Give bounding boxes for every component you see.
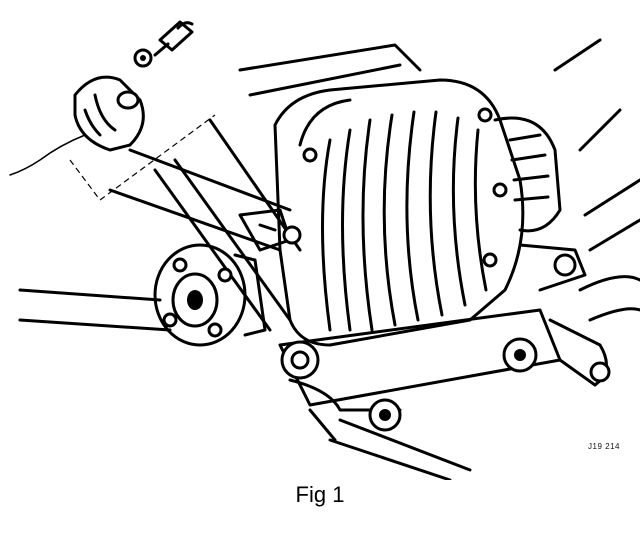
- link-rods: [153, 118, 472, 480]
- output-coupling: [493, 116, 562, 233]
- differential-housing: [273, 78, 525, 347]
- reference-code: J19 214: [588, 442, 620, 451]
- differential-assembly-illustration: [9, 20, 640, 480]
- input-flange: [153, 243, 267, 347]
- lower-cross-member: [278, 243, 587, 442]
- lower-link-arm: [548, 275, 640, 387]
- bolt-and-nut: [133, 20, 194, 68]
- frame-rails: [18, 38, 640, 332]
- sensor-unit: [9, 75, 216, 201]
- figure-caption: Fig 1: [295, 482, 345, 507]
- mounting-bracket: [238, 208, 302, 252]
